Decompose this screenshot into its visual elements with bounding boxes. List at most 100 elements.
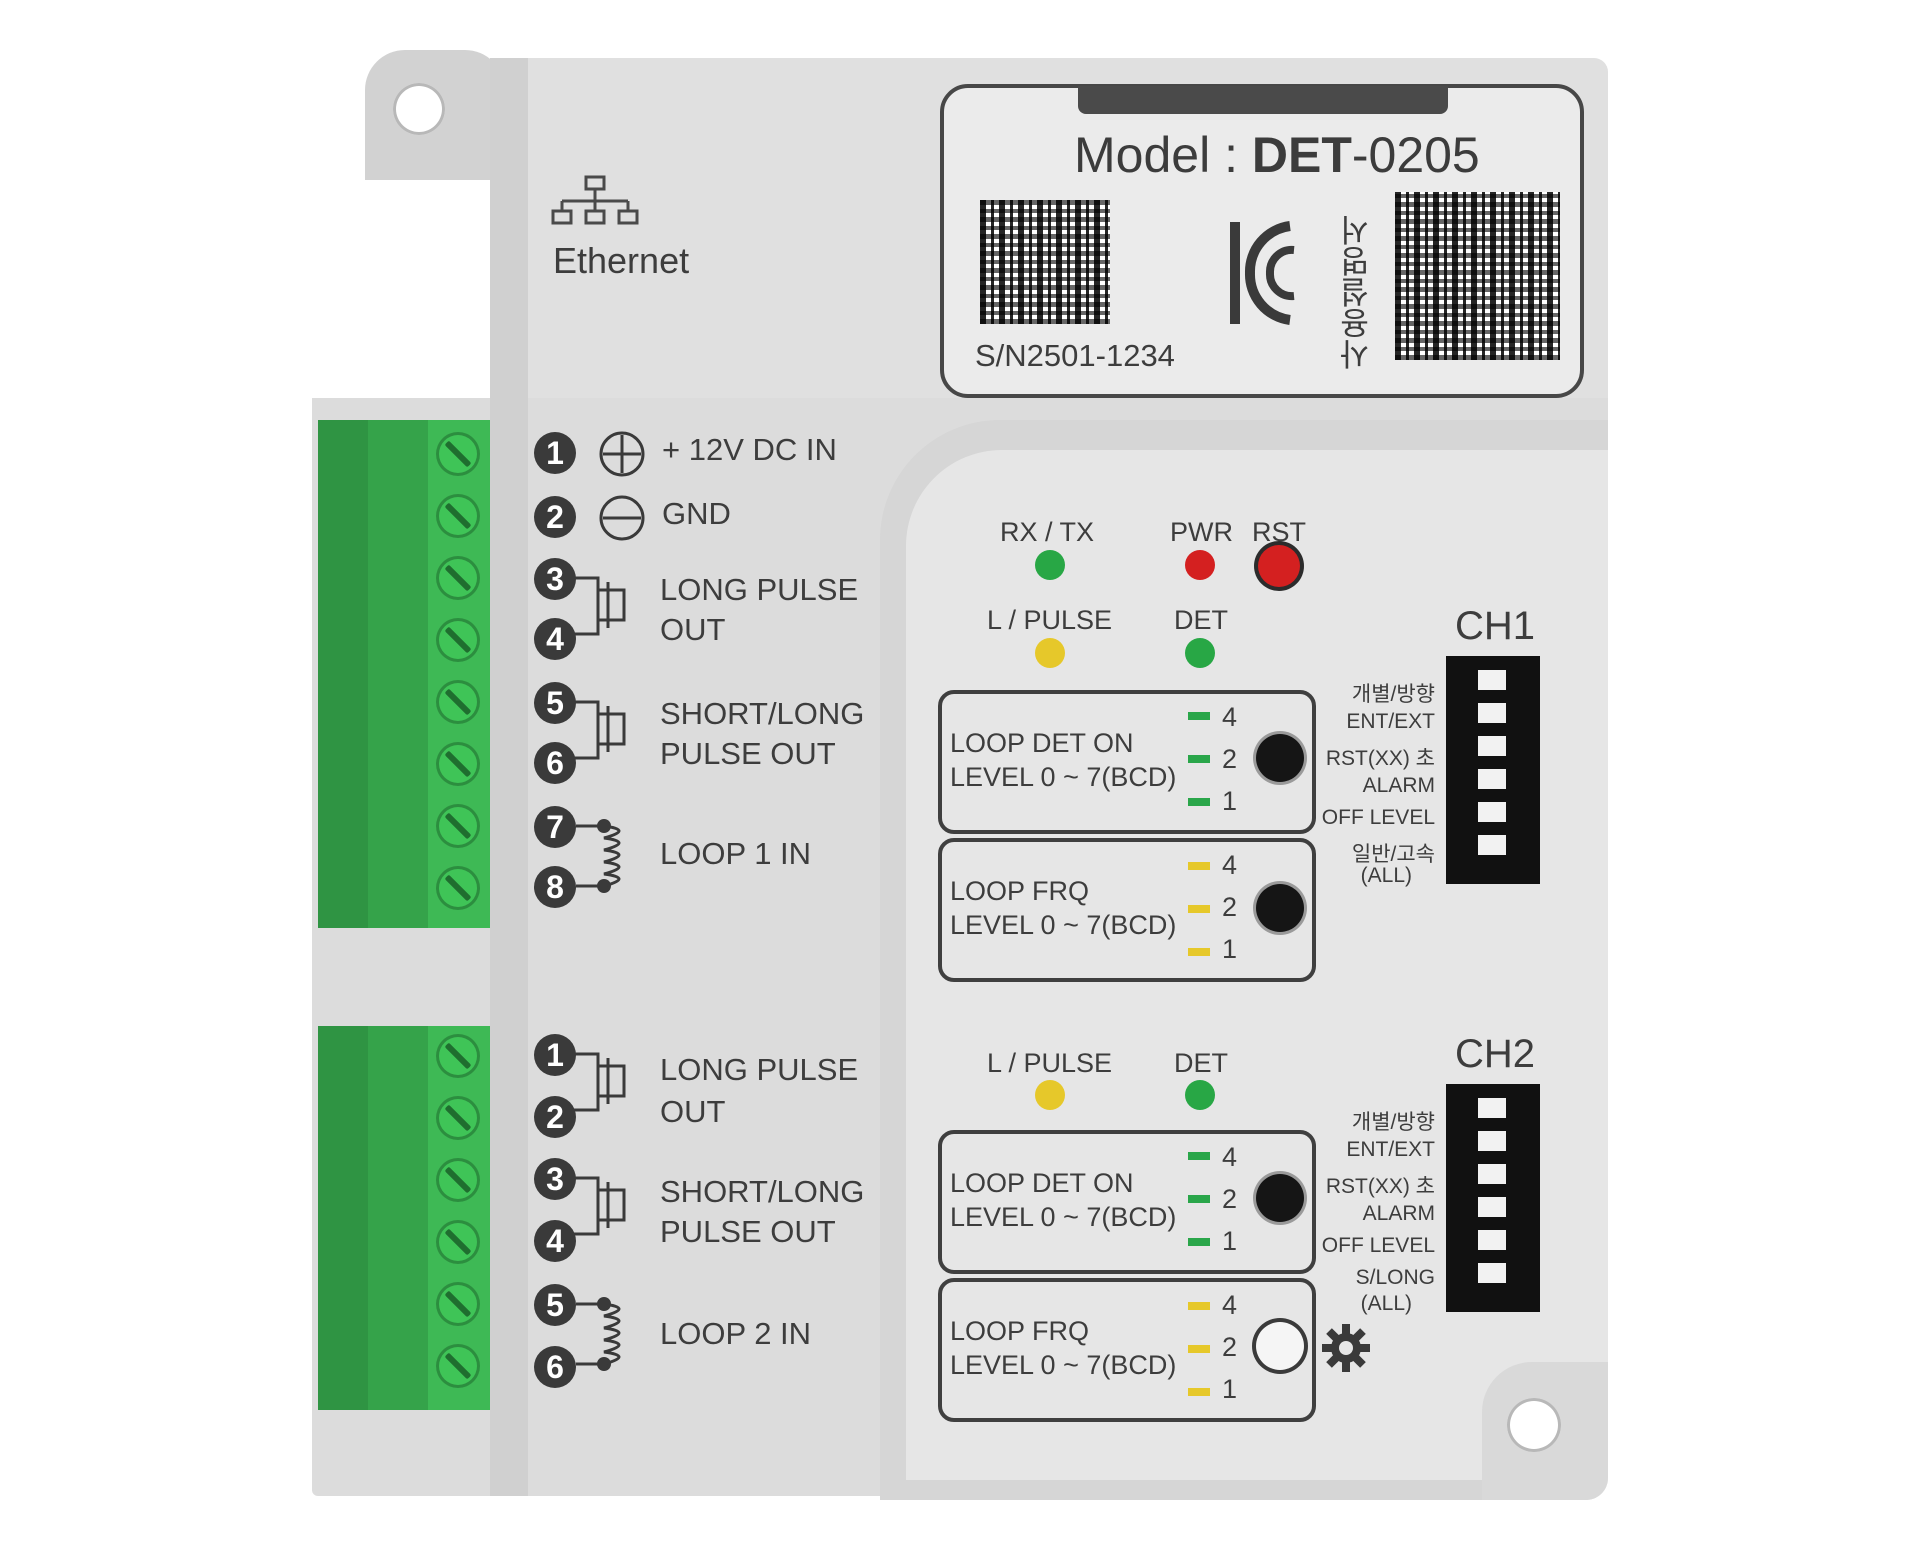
dip-switch-1[interactable] xyxy=(1478,670,1506,690)
terminal-screw-ch2-6[interactable] xyxy=(436,1344,480,1388)
terminal-screw-ch1-6[interactable] xyxy=(436,742,480,786)
level-range-label: LEVEL 0 ~ 7(BCD) xyxy=(950,1202,1177,1232)
dip-switch-4[interactable] xyxy=(1478,1197,1506,1217)
bit-label: 4 xyxy=(1222,1142,1238,1172)
relay-contact-icon xyxy=(572,1172,652,1247)
level-bar xyxy=(1188,1388,1210,1396)
dip-switch-4[interactable] xyxy=(1478,769,1506,789)
terminal-screw-ch1-7[interactable] xyxy=(436,804,480,848)
dip-label: OFF LEVEL xyxy=(1321,806,1435,829)
terminal-screw-ch2-4[interactable] xyxy=(436,1220,480,1264)
plus-circle-icon xyxy=(598,430,646,483)
terminal-screw-ch2-1[interactable] xyxy=(436,1034,480,1078)
ch1-lpulse-label: L / PULSE xyxy=(987,605,1113,635)
terminal-screw-ch1-8[interactable] xyxy=(436,866,480,910)
ch2-dip-switch xyxy=(1446,1084,1540,1312)
terminal-number: 5 xyxy=(534,682,576,724)
terminal-screw-ch1-1[interactable] xyxy=(436,432,480,476)
rst-label: RST xyxy=(1252,517,1306,547)
dip-label: RST(XX) 초 xyxy=(1325,1175,1435,1198)
ch1-det-level-button[interactable] xyxy=(1256,734,1304,782)
ch2-loop-det-box xyxy=(938,1130,1316,1274)
housing-left-strip xyxy=(490,58,528,1496)
rx-tx-led xyxy=(1035,550,1065,580)
terminal-screw-ch1-3[interactable] xyxy=(436,556,480,600)
ethernet-label: Ethernet xyxy=(553,240,690,281)
level-range-label: LEVEL 0 ~ 7(BCD) xyxy=(950,1350,1177,1380)
kc-certification-icon xyxy=(1228,218,1304,328)
terminal-number: 4 xyxy=(534,1220,576,1262)
terminal-screw-ch2-2[interactable] xyxy=(436,1096,480,1140)
terminal-screw-ch1-2[interactable] xyxy=(436,494,480,538)
dip-switch-6[interactable] xyxy=(1478,835,1506,855)
terminal-label-line1: LONG PULSE xyxy=(660,572,859,607)
bit-label: 1 xyxy=(1222,1226,1238,1256)
ch2-det-level-button[interactable] xyxy=(1256,1174,1304,1222)
dip-switch-2[interactable] xyxy=(1478,703,1506,723)
model-prefix: Model : xyxy=(1074,127,1252,183)
bit-label: 4 xyxy=(1222,1290,1238,1320)
dip-switch-3[interactable] xyxy=(1478,1164,1506,1184)
terminal-number: 8 xyxy=(534,866,576,908)
ch1-loop-det-box xyxy=(938,690,1316,834)
terminal-label: LOOP 2 IN xyxy=(660,1316,812,1351)
model-suffix: -0205 xyxy=(1351,127,1480,183)
bit-label: 2 xyxy=(1222,744,1238,774)
relay-contact-icon xyxy=(572,1048,652,1123)
terminal-label: GND xyxy=(662,496,731,531)
ch1-loop-frq-box xyxy=(938,838,1316,982)
terminal-screw-ch2-5[interactable] xyxy=(436,1282,480,1326)
level-bar xyxy=(1188,905,1210,913)
terminal-number: 6 xyxy=(534,742,576,784)
dip-label: RST(XX) 초 xyxy=(1325,747,1435,770)
qr-code-serial xyxy=(980,200,1110,324)
level-range-label: LEVEL 0 ~ 7(BCD) xyxy=(950,910,1177,940)
terminal-label-line2: PULSE OUT xyxy=(660,1214,836,1249)
bit-label: 2 xyxy=(1222,1184,1238,1214)
dip-label: 일반/고속 xyxy=(1351,843,1435,866)
dip-label: OFF LEVEL xyxy=(1321,1234,1435,1257)
ch2-frq-level-button[interactable] xyxy=(1256,1322,1304,1370)
bit-label: 2 xyxy=(1222,892,1238,922)
terminal-screw-ch2-3[interactable] xyxy=(436,1158,480,1202)
terminal-label-line2: OUT xyxy=(660,1094,726,1129)
minus-circle-icon xyxy=(598,494,646,547)
level-bar xyxy=(1188,1238,1210,1246)
dip-switch-5[interactable] xyxy=(1478,1230,1506,1250)
dip-switch-2[interactable] xyxy=(1478,1131,1506,1151)
mounting-hole-bottom xyxy=(1507,1398,1561,1452)
level-bar xyxy=(1188,948,1210,956)
reset-button[interactable] xyxy=(1258,545,1300,587)
terminal-number: 3 xyxy=(534,1158,576,1200)
terminal-number: 2 xyxy=(534,1096,576,1138)
dip-switch-6[interactable] xyxy=(1478,1263,1506,1283)
pwr-label: PWR xyxy=(1170,517,1233,547)
relay-contact-icon xyxy=(572,696,652,771)
loop-det-label: LOOP DET ON xyxy=(950,728,1134,758)
level-bar xyxy=(1188,1302,1210,1310)
terminal-label: LOOP 1 IN xyxy=(660,836,812,871)
loop-coil-icon xyxy=(576,814,646,899)
terminal-screw-ch1-4[interactable] xyxy=(436,618,480,662)
terminal-number: 2 xyxy=(534,496,576,538)
rx-tx-label: RX / TX xyxy=(1000,517,1095,547)
dip-switch-5[interactable] xyxy=(1478,802,1506,822)
terminal-label-line2: OUT xyxy=(660,612,726,647)
dip-label: ALARM xyxy=(1362,774,1435,797)
ch2-lpulse-label: L / PULSE xyxy=(987,1048,1113,1078)
dip-switch-3[interactable] xyxy=(1478,736,1506,756)
ch1-lpulse-led xyxy=(1035,638,1065,668)
terminal-screw-ch1-5[interactable] xyxy=(436,680,480,724)
terminal-number: 4 xyxy=(534,618,576,660)
relay-contact-icon xyxy=(572,572,652,647)
ch1-frq-level-button[interactable] xyxy=(1256,884,1304,932)
dip-label: 개별/방향 xyxy=(1351,1111,1435,1134)
level-bar xyxy=(1188,1345,1210,1353)
gear-icon xyxy=(1320,1322,1372,1379)
terminal-label-line1: SHORT/LONG xyxy=(660,1174,865,1209)
terminal-number: 1 xyxy=(534,432,576,474)
ch2-title: CH2 xyxy=(1455,1032,1536,1076)
terminal-number: 7 xyxy=(534,806,576,848)
bit-label: 2 xyxy=(1222,1332,1238,1362)
dip-switch-1[interactable] xyxy=(1478,1098,1506,1118)
